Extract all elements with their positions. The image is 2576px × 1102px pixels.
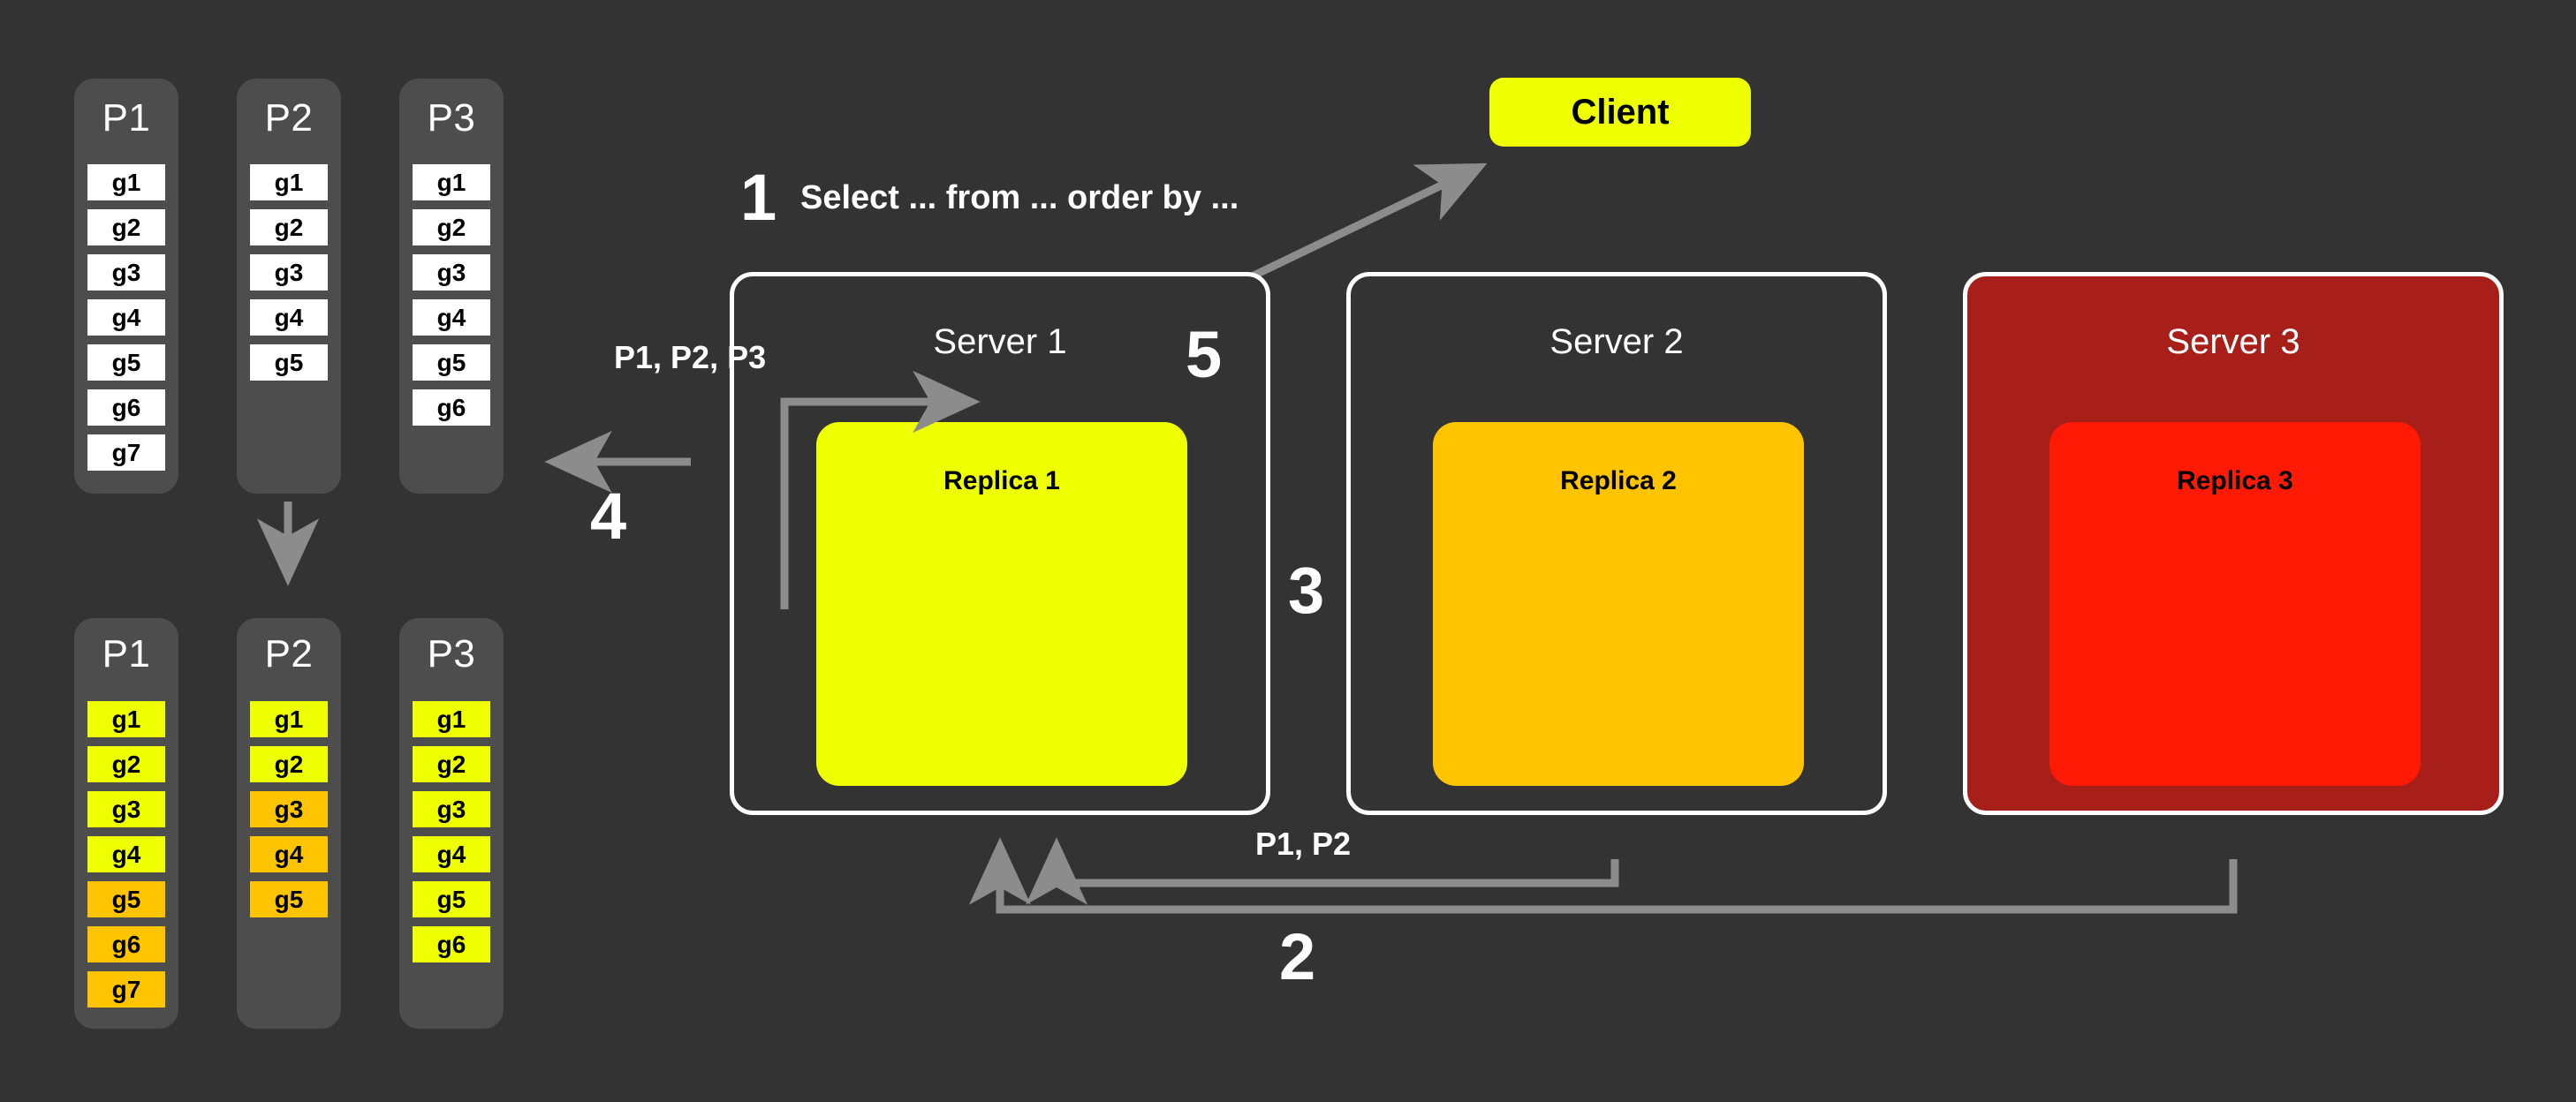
replica-3-node[interactable]: Replica 3 [2049,422,2421,786]
partition-title: P2 [264,96,314,140]
partition-cell: g6 [87,926,165,962]
partition-title: P3 [427,632,476,676]
partition-cell: g2 [250,209,328,245]
arrow-step2-server3-to-server1 [968,837,2238,914]
partition-cell: g7 [87,434,165,471]
partition-cell: g3 [87,254,165,291]
partition-cell: g6 [413,926,490,962]
partition-cell: g1 [250,701,328,737]
partition-cell: g6 [413,389,490,426]
partition-cell: g3 [413,254,490,291]
step-label-3: 3 [1288,554,1325,627]
partition-cell: g2 [250,746,328,782]
partition-title: P3 [427,96,476,140]
partition-title: P2 [264,632,314,676]
replica-2-label: Replica 2 [1560,466,1677,495]
replica-1-label: Replica 1 [943,466,1060,495]
partition-cell: g3 [250,254,328,291]
partition-cell: g3 [413,791,490,827]
step-label-5: 5 [1186,318,1223,391]
replica-1-node[interactable]: Replica 1 [816,422,1187,786]
partitions-all-label: P1, P2, P3 [614,339,767,375]
partition-cell: g4 [250,299,328,336]
partitions-two-label: P1, P2 [1255,826,1352,862]
partition-cell: g2 [413,746,490,782]
partition-cell: g4 [413,836,490,872]
partition-cell: g5 [87,881,165,917]
replica-2-node[interactable]: Replica 2 [1433,422,1804,786]
partition-cell: g5 [413,881,490,917]
partition-cell: g3 [87,791,165,827]
server-2-title: Server 2 [1549,322,1684,361]
step-label-2: 2 [1279,920,1316,993]
partition-cell: g1 [413,701,490,737]
partition-cell: g3 [250,791,328,827]
client-node[interactable]: Client [1489,78,1751,147]
partition-cell: g2 [87,209,165,245]
client-label: Client [1571,92,1670,132]
partition-title: P1 [102,96,151,140]
partition-cell: g7 [87,971,165,1008]
server-3-title: Server 3 [2166,322,2300,361]
partition-cell: g5 [250,881,328,917]
query-annotation: Select ... from ... order by ... [800,179,1239,216]
partition-cell: g6 [87,389,165,426]
partition-cell: g1 [87,701,165,737]
partition-cell: g5 [87,344,165,381]
partition-cell: g4 [413,299,490,336]
partition-cell: g5 [413,344,490,381]
step-label-1: 1 [740,161,777,234]
partition-cell: g2 [87,746,165,782]
server-1-title: Server 1 [933,322,1067,361]
partition-cell: g4 [87,836,165,872]
partition-cell: g2 [413,209,490,245]
partition-cell: g1 [87,164,165,200]
replica-3-label: Replica 3 [2177,466,2293,495]
partition-title: P1 [102,632,151,676]
partition-cell: g4 [87,299,165,336]
partition-cell: g1 [413,164,490,200]
partition-cell: g1 [250,164,328,200]
partition-cell: g5 [250,344,328,381]
step-label-4: 4 [590,479,627,553]
arrow-step2-server2-to-server1 [1025,837,1619,905]
partition-cell: g4 [250,836,328,872]
